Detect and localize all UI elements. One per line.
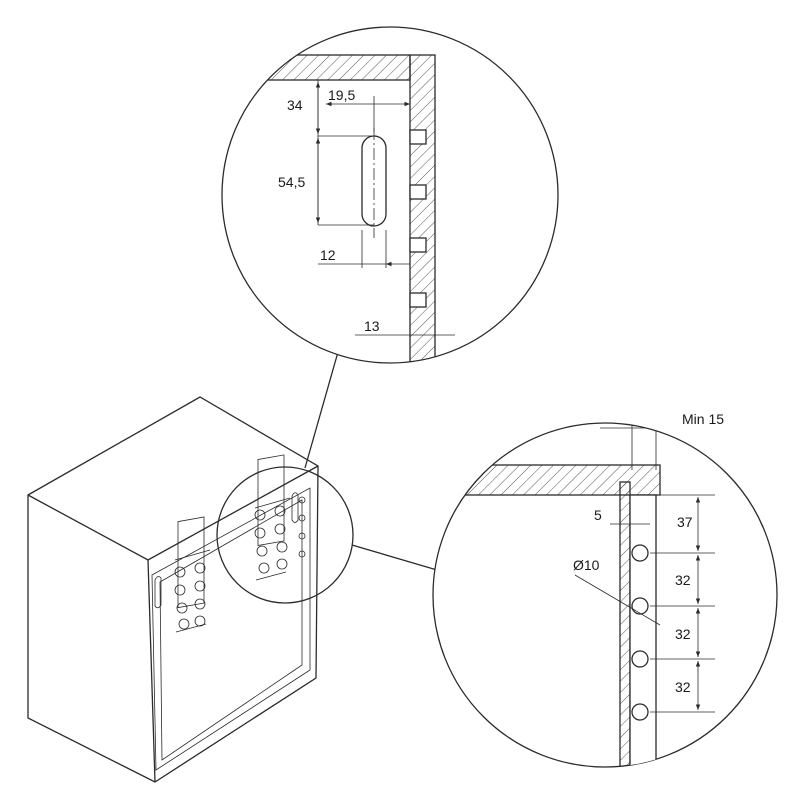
handle-slot xyxy=(154,576,162,609)
dim-pitch-1: 32 xyxy=(675,572,691,588)
detail-top: 34 19,5 54,5 12 13 xyxy=(221,26,559,364)
leader-right xyxy=(351,544,438,571)
callout-circle xyxy=(216,466,354,604)
leader-top xyxy=(304,344,341,469)
side-panel xyxy=(409,54,436,363)
detail-top-circle xyxy=(221,26,559,364)
hinge-left xyxy=(174,516,211,633)
dim-slot-from-edge: 19,5 xyxy=(328,87,355,103)
hinge-holes xyxy=(631,544,649,721)
door-frame-inner xyxy=(159,499,303,761)
side-holes xyxy=(291,492,306,558)
door-plate xyxy=(619,481,631,767)
dim-slot-width: 12 xyxy=(320,247,336,263)
dim-slot-length: 54,5 xyxy=(278,174,305,190)
dim-min-overlap: Min 15 xyxy=(682,411,724,427)
panel-studs xyxy=(409,129,427,308)
detail-right-circle xyxy=(432,422,778,768)
cabinet-front-corner xyxy=(147,559,156,783)
dim-pitch-2: 32 xyxy=(675,626,691,642)
dim-diameter-leader xyxy=(574,574,661,626)
dim-inset: 5 xyxy=(594,507,602,523)
cabinet-illustration xyxy=(27,396,354,783)
dim-hole-diameter: Ø10 xyxy=(573,557,600,573)
dim-panel-thickness: 13 xyxy=(364,318,380,334)
dim-pitch-3: 32 xyxy=(675,679,691,695)
dim-first-hole: 37 xyxy=(677,514,693,530)
cabinet-outline xyxy=(27,396,319,783)
top-panel xyxy=(222,54,411,81)
dim-offset-top: 34 xyxy=(287,97,303,113)
door-frame-outer xyxy=(151,487,311,771)
side-panel-right xyxy=(629,494,657,767)
detail-right: Min 15 5 37 Ø10 32 32 32 xyxy=(432,411,778,768)
hinge-right xyxy=(254,454,291,581)
cabinet-top-edges xyxy=(27,465,319,561)
